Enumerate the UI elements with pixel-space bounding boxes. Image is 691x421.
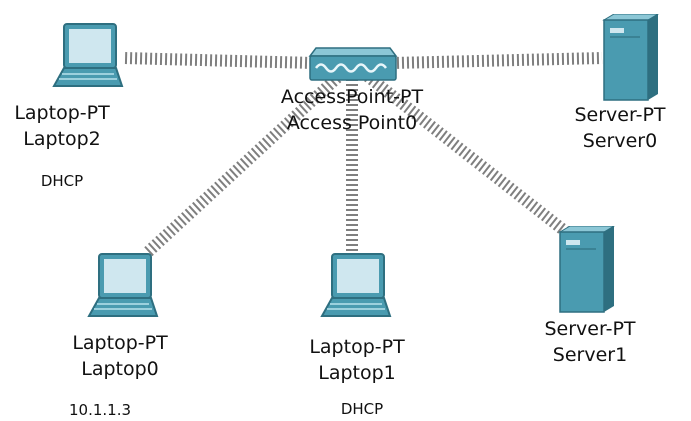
server1-device[interactable]: [556, 225, 620, 318]
laptop2-address-label: DHCP: [40, 172, 84, 190]
laptop-icon: [87, 253, 159, 317]
laptop1-name-label: Laptop1: [318, 362, 396, 384]
laptop2-name-label: Laptop2: [23, 128, 101, 150]
server1-name-label: Server1: [552, 344, 628, 366]
wireless-link-ap0-laptop2: [123, 52, 353, 70]
server0-device[interactable]: [600, 13, 664, 106]
laptop2-device[interactable]: [50, 22, 124, 96]
laptop1-type-label: Laptop-PT: [309, 336, 405, 358]
laptop0-device[interactable]: [85, 252, 159, 326]
server1-type-label: Server-PT: [544, 318, 636, 340]
server0-name-label: Server0: [582, 130, 658, 152]
laptop2-type-label: Laptop-PT: [14, 102, 110, 124]
laptop0-name-label: Laptop0: [81, 358, 159, 380]
server-icon: [602, 13, 660, 101]
server-icon: [558, 225, 616, 313]
laptop0-type-label: Laptop-PT: [72, 332, 168, 354]
access-point0-device[interactable]: [306, 44, 398, 88]
access-point-icon: [308, 47, 398, 81]
access-point0-name-label: Access Point0: [286, 112, 418, 134]
access-point0-type-label: AccessPoint-PT: [280, 86, 424, 108]
laptop1-device[interactable]: [318, 252, 392, 326]
server0-type-label: Server-PT: [574, 104, 666, 126]
laptop0-address-label: 10.1.1.3: [68, 401, 132, 419]
laptop-icon: [52, 23, 124, 87]
laptop-icon: [320, 253, 392, 317]
laptop1-address-label: DHCP: [340, 400, 384, 418]
wireless-link-ap0-laptop0: [143, 59, 357, 257]
wireless-link-ap0-server1: [348, 59, 570, 237]
